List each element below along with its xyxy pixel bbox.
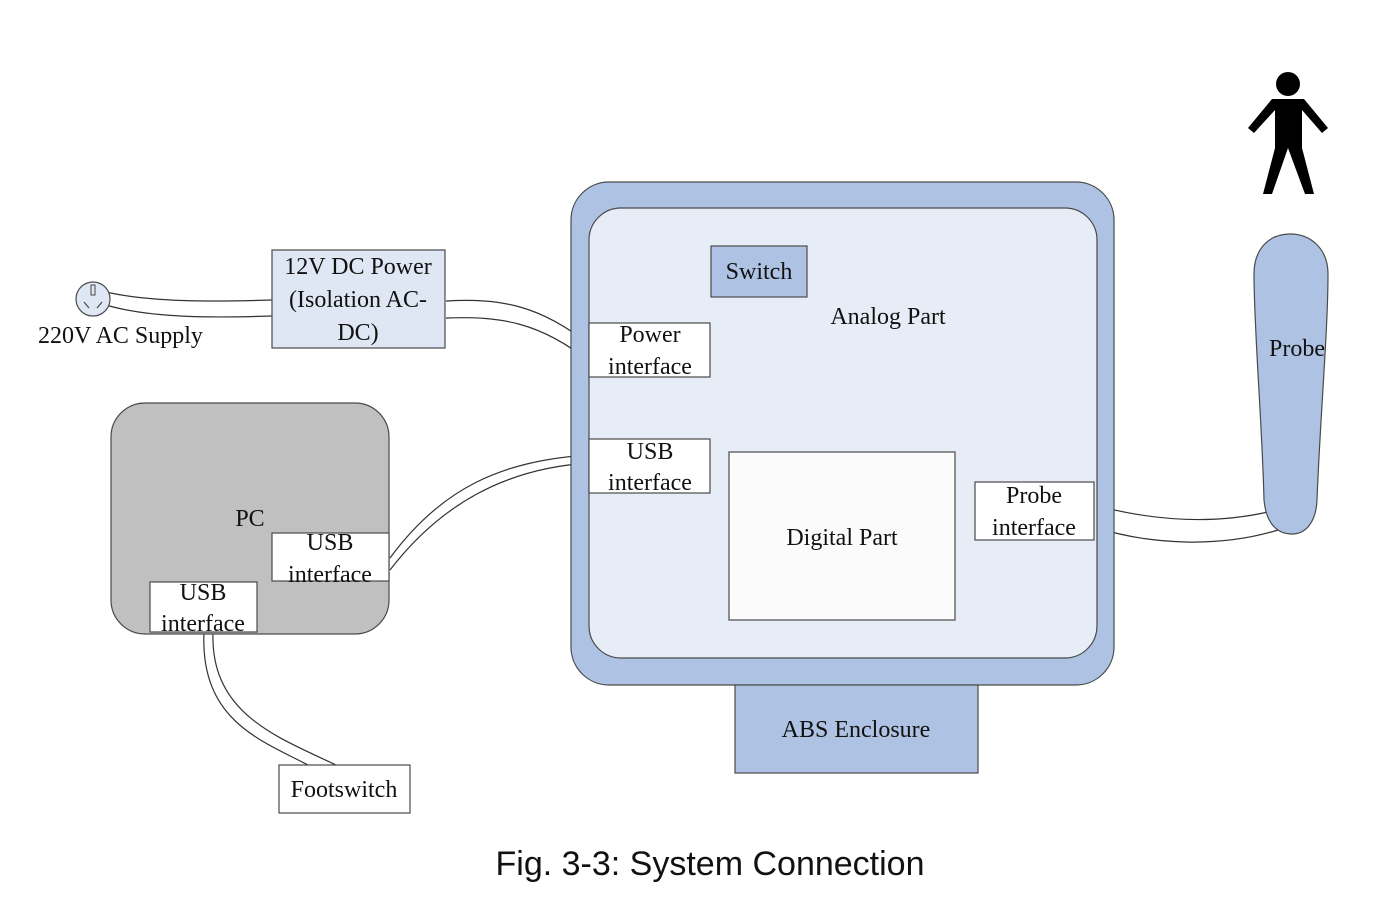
- probe-cable: [1093, 504, 1269, 521]
- analog-part-label: Analog Part: [830, 304, 946, 330]
- footswitch-cable: [203, 631, 309, 766]
- probe-label: Probe: [1269, 336, 1325, 362]
- power-supply-line2: (Isolation AC-: [289, 287, 427, 313]
- probe-cable-inner: [1093, 526, 1279, 543]
- power-interface-line2: interface: [608, 354, 692, 380]
- digital-part-label: Digital Part: [786, 525, 898, 551]
- pc-usb2-line2: interface: [161, 611, 245, 637]
- ac-plug-icon: [75, 281, 111, 317]
- analog-part-region: [588, 207, 1098, 659]
- pc-usb2-line1: USB: [180, 580, 227, 606]
- pc-usb-interface-2-box: USB interface: [149, 580, 258, 637]
- pc-usb-interface-box: USB interface: [271, 530, 390, 588]
- pc-label: PC: [235, 506, 264, 532]
- abs-enclosure-box: ABS Enclosure: [734, 684, 979, 774]
- usb-interface-line1: USB: [627, 439, 674, 465]
- footswitch-label: Footswitch: [291, 777, 398, 803]
- usb-interface-box: USB interface: [588, 438, 711, 496]
- pc-box: PC USB interface USB interface: [110, 402, 390, 637]
- device-enclosure: Analog Part Switch Power interface USB i…: [570, 181, 1115, 686]
- usb-cable-inner: [389, 462, 591, 571]
- probe-interface-line1: Probe: [1006, 483, 1062, 509]
- power-interface-line1: Power: [619, 322, 680, 348]
- power-supply-line1: 12V DC Power: [284, 254, 432, 280]
- switch-box: Switch: [710, 245, 808, 298]
- ac-cable: [105, 291, 273, 302]
- probe-shape: Probe: [1253, 233, 1329, 535]
- usb-interface-line2: interface: [608, 470, 692, 496]
- power-cable-inner: [445, 317, 591, 363]
- ac-supply-label: 220V AC Supply: [38, 323, 203, 349]
- probe-interface-line2: interface: [992, 515, 1076, 541]
- footswitch-cable-inner: [212, 631, 337, 766]
- pc-usb-line2: interface: [288, 562, 372, 588]
- power-supply-box: 12V DC Power (Isolation AC- DC): [271, 249, 446, 349]
- switch-label: Switch: [726, 259, 793, 285]
- abs-enclosure-label: ABS Enclosure: [782, 717, 931, 743]
- digital-part-box: Digital Part: [728, 451, 956, 621]
- power-cable: [445, 299, 591, 346]
- power-supply-line3: DC): [337, 320, 378, 346]
- probe-interface-box: Probe interface: [974, 481, 1095, 541]
- power-interface-box: Power interface: [588, 322, 711, 380]
- footswitch-box: Footswitch: [278, 764, 411, 814]
- ac-cable-inner: [105, 304, 273, 318]
- person-icon: [1248, 72, 1328, 194]
- pc-usb-line1: USB: [307, 530, 354, 556]
- usb-cable: [389, 454, 591, 559]
- figure-caption: Fig. 3-3: System Connection: [496, 845, 925, 883]
